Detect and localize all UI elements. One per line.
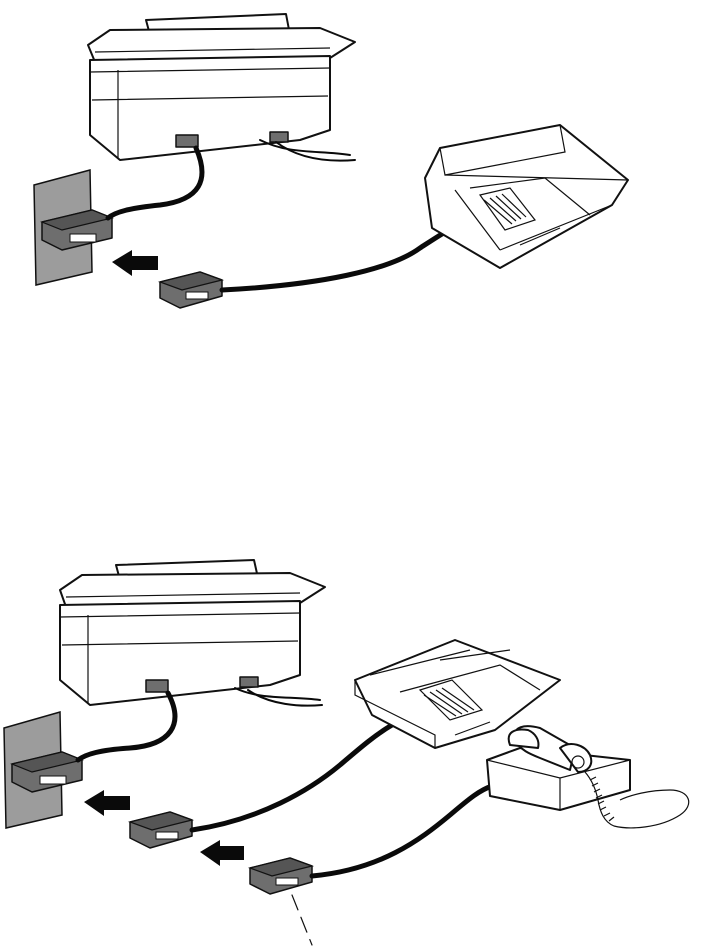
- fax-machine: [88, 14, 355, 160]
- answering-machine: [425, 125, 628, 268]
- wall-jack: [4, 712, 82, 828]
- leader-line: [292, 895, 312, 945]
- fax-machine: [60, 560, 325, 705]
- wall-jack: [34, 170, 112, 285]
- insert-arrow: [200, 840, 244, 866]
- insert-arrow: [112, 250, 158, 276]
- figure-2: [4, 560, 689, 945]
- answering-machine-cable: [222, 225, 462, 290]
- insert-arrow: [84, 790, 130, 816]
- modular-plug: [130, 812, 192, 848]
- modular-plug: [250, 858, 312, 894]
- answering-machine-cable: [192, 725, 392, 830]
- figure-1: [34, 14, 628, 308]
- telephone-cable: [312, 786, 492, 876]
- modular-plug: [160, 272, 222, 308]
- telephone: [487, 726, 689, 828]
